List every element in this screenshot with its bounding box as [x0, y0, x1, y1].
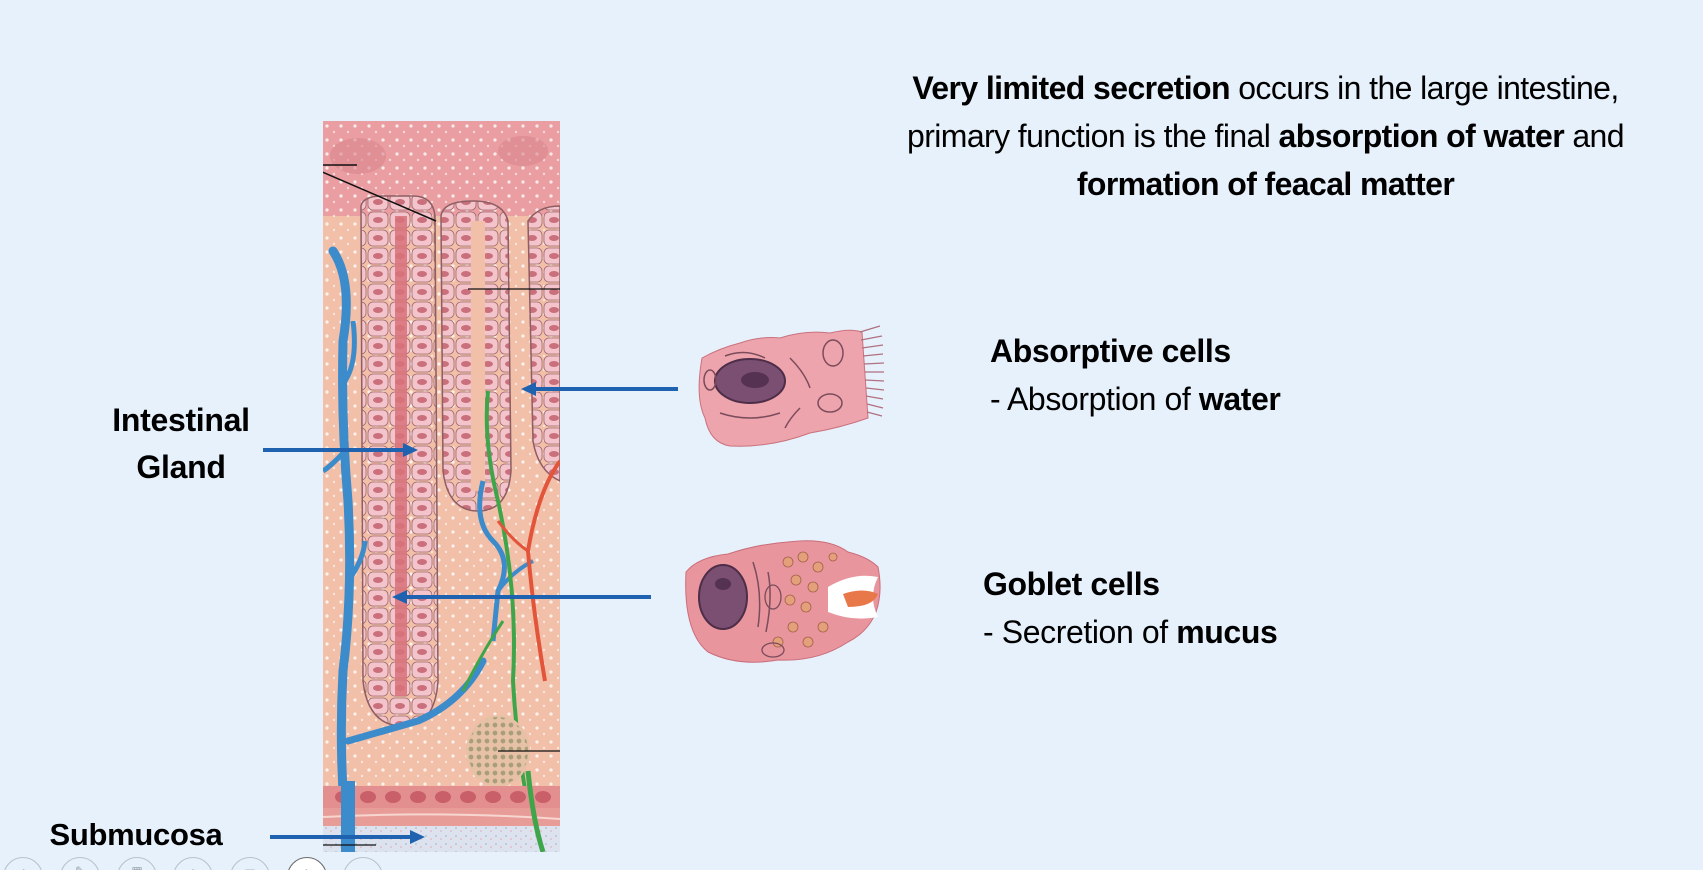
- goblet-cell-illustration: [685, 540, 881, 663]
- slideshow-toolbar: ‹ ✎ ▦ ⌕ ▭ › …: [0, 857, 420, 870]
- pen-button[interactable]: ✎: [60, 857, 100, 870]
- absorptive-cells-desc-prefix: - Absorption of: [990, 381, 1199, 417]
- absorptive-cells-text: Absorptive cells - Absorption of water: [990, 327, 1281, 423]
- intestinal-gland-label-line-1: Intestinal: [112, 402, 250, 438]
- subtitles-button[interactable]: ▭: [230, 857, 270, 870]
- headline-line-3: formation of feacal matter: [818, 160, 1703, 208]
- goblet-cells-desc-bold: mucus: [1176, 614, 1278, 650]
- goblet-cells-desc-prefix: - Secretion of: [983, 614, 1177, 650]
- previous-icon: ‹: [21, 864, 25, 870]
- intestinal-gland-label: Intestinal Gland: [88, 397, 274, 491]
- submucosa-label: Submucosa: [49, 817, 223, 852]
- headline-bold-3: formation of feacal matter: [1076, 166, 1455, 202]
- headline-line-1: Very limited secretion occurs in the lar…: [818, 64, 1703, 112]
- next-icon: ›: [305, 864, 309, 870]
- headline-bold-1: Very limited secretion: [912, 70, 1230, 106]
- absorptive-cells-desc-bold: water: [1198, 381, 1281, 417]
- goblet-cells-title: Goblet cells: [983, 566, 1160, 602]
- large-intestine-mucosa-illustration: [323, 121, 560, 852]
- grid-button[interactable]: ▦: [117, 857, 157, 870]
- goblet-cells-text: Goblet cells - Secretion of mucus: [983, 560, 1278, 656]
- headline: Very limited secretion occurs in the lar…: [818, 64, 1703, 208]
- next-button[interactable]: ›: [287, 857, 327, 870]
- headline-bold-2: absorption of water: [1278, 118, 1565, 154]
- absorptive-cell-illustration: [698, 325, 885, 447]
- absorptive-cells-title: Absorptive cells: [990, 333, 1231, 369]
- subtitles-icon: ▭: [244, 864, 255, 870]
- pen-icon: ✎: [75, 864, 85, 870]
- absorptive-cells-desc: - Absorption of water: [990, 375, 1281, 423]
- zoom-button[interactable]: ⌕: [173, 857, 213, 870]
- zoom-icon: ⌕: [190, 864, 197, 870]
- headline-line-2: primary function is the final absorption…: [818, 112, 1703, 160]
- headline-text-2: primary function is the final: [907, 118, 1279, 154]
- goblet-cells-desc: - Secretion of mucus: [983, 608, 1278, 656]
- more-button[interactable]: …: [343, 857, 383, 870]
- more-icon: …: [357, 864, 369, 870]
- previous-button[interactable]: ‹: [3, 857, 43, 870]
- headline-text-3: and: [1564, 118, 1624, 154]
- grid-icon: ▦: [131, 864, 142, 870]
- intestinal-gland-label-line-2: Gland: [136, 449, 226, 485]
- headline-text-1: occurs in the large intestine,: [1229, 70, 1619, 106]
